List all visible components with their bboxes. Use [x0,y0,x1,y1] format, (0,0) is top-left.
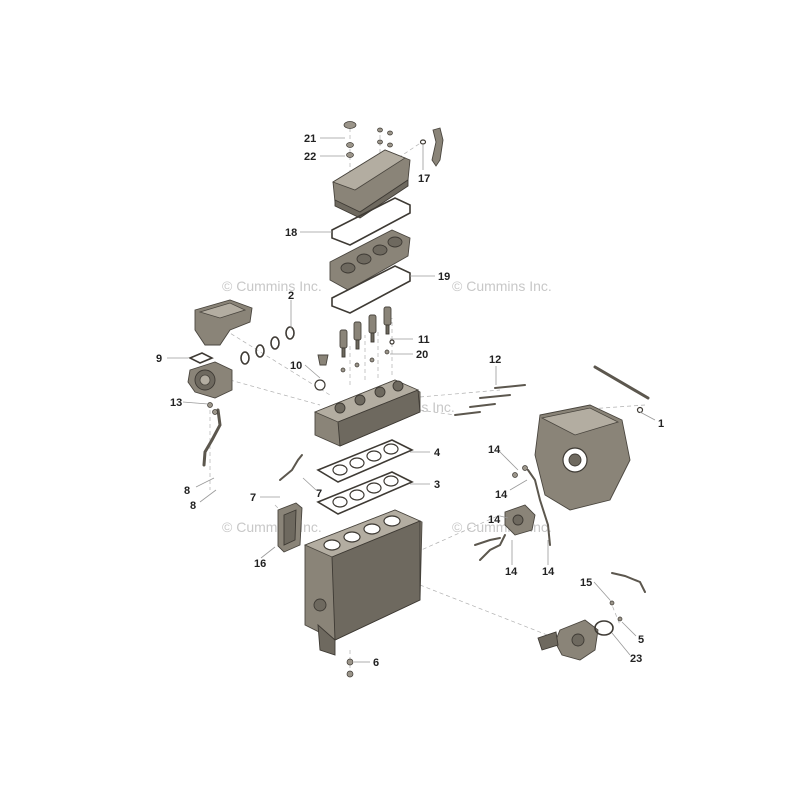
callout-10: 10 [290,360,302,372]
callout-8-lower: 8 [190,500,196,512]
callout-2: 2 [288,290,294,302]
callout-20: 20 [416,349,428,361]
leader-lines [167,137,656,663]
callout-19: 19 [438,271,450,283]
oil-cooler [277,454,303,553]
callout-23: 23 [630,653,642,665]
callout-7-right: 7 [316,488,322,500]
callout-12: 12 [489,354,501,366]
callout-11: 11 [418,334,430,346]
callout-22: 22 [304,151,316,163]
flywheel-housing [534,404,631,511]
sensors [454,384,526,416]
callout-6: 6 [373,657,379,669]
turbocharger [187,352,329,399]
watermark-text: © Cummins Inc. [222,278,322,294]
callout-15: 15 [580,577,592,589]
callout-14-bottom-right: 14 [542,566,555,578]
rocker-housing [329,229,411,291]
watermark-text: © Cummins Inc. [452,519,552,535]
callout-7-left: 7 [250,492,256,504]
head-gasket-4 [316,439,414,483]
callout-13: 13 [170,397,182,409]
callout-9: 9 [156,353,162,365]
callout-14-top: 14 [488,444,501,456]
water-pump [537,572,646,661]
callout-14-pump: 14 [488,514,501,526]
valve-cover-gasket [331,197,411,246]
callout-17: 17 [418,173,430,185]
engine-block [303,509,423,678]
callout-3: 3 [434,479,440,491]
cylinder-head [313,379,421,447]
injectors [339,306,395,373]
callout-21: 21 [304,133,316,145]
head-gasket-3 [316,471,414,515]
callout-18: 18 [285,227,297,239]
dipstick-tube [593,365,650,414]
rocker-gasket [331,265,411,314]
callout-8-upper: 8 [184,485,190,497]
callout-14-mid: 14 [495,489,508,501]
callout-1: 1 [658,418,664,430]
callouts: 21 22 17 18 19 2 9 10 11 20 12 13 1 4 3 … [156,133,664,669]
oil-drain-tube [202,402,222,467]
valve-cover [332,121,444,219]
watermark-text: © Cummins Inc. [452,278,552,294]
exhaust-manifold [194,299,295,365]
fuel-pump [474,465,551,561]
callout-4: 4 [434,447,441,459]
watermark-text: © Cummins Inc. [222,519,322,535]
callout-5: 5 [638,634,644,646]
callout-14-bottom-left: 14 [505,566,518,578]
callout-16: 16 [254,558,266,570]
